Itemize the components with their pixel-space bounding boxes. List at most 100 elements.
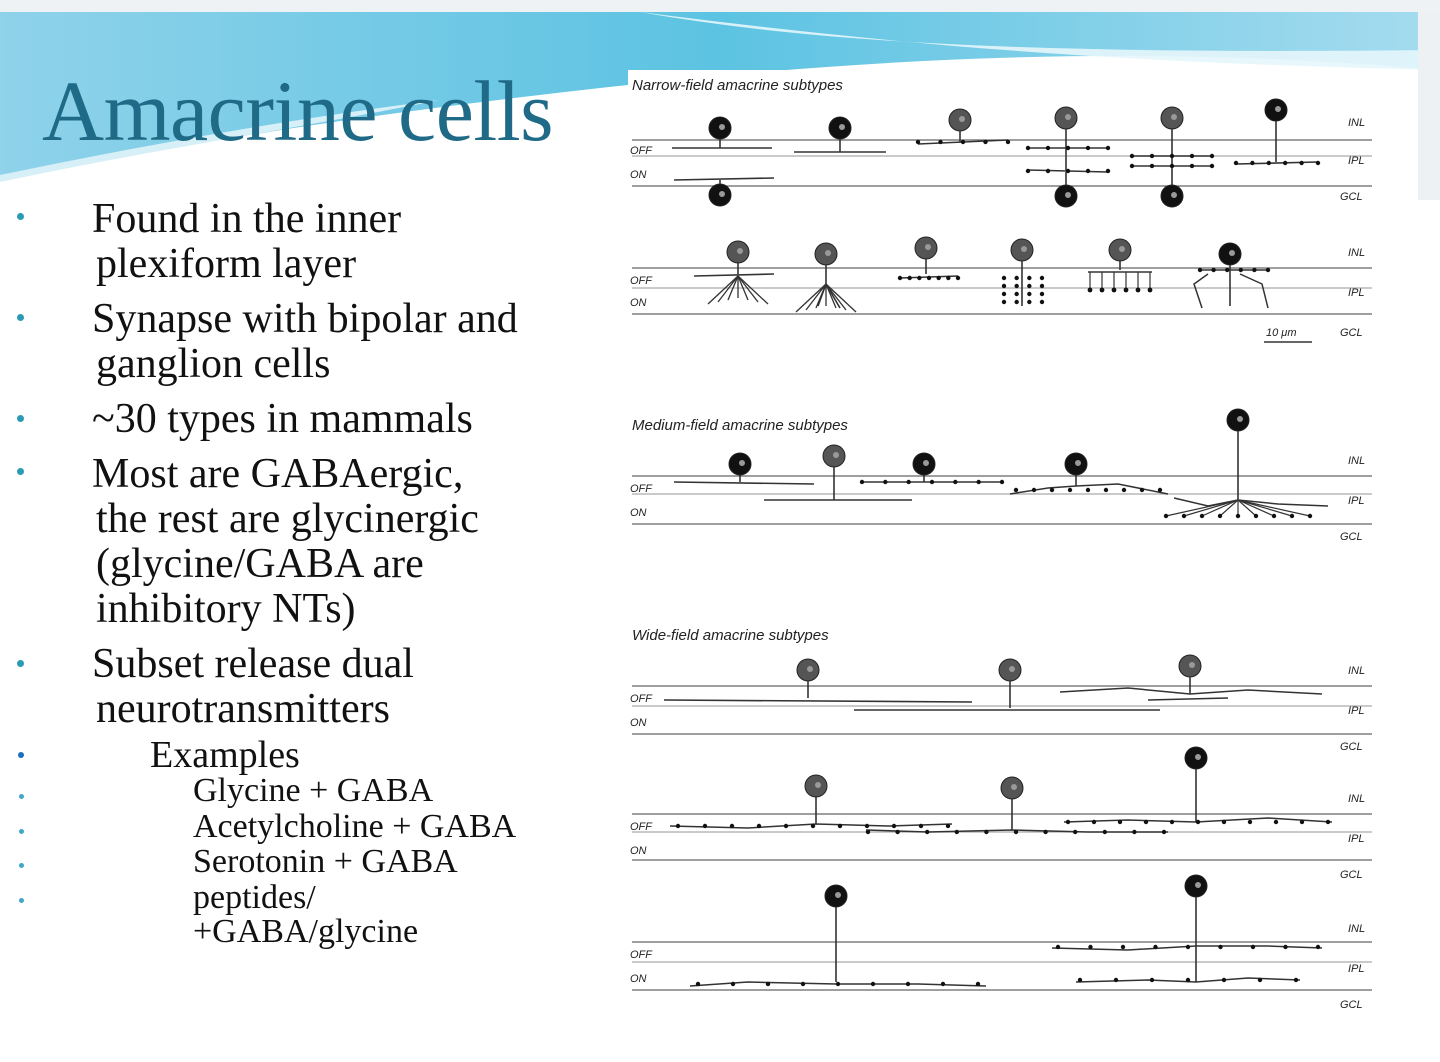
bullet-3-line-1: ~30 types in mammals bbox=[92, 396, 473, 442]
varicosity bbox=[835, 981, 841, 987]
varicosity bbox=[1025, 145, 1031, 151]
cell-soma-nucleus bbox=[1065, 114, 1071, 120]
ipl-label: IPL bbox=[1348, 963, 1365, 975]
off-label: OFF bbox=[630, 145, 653, 157]
varicosity bbox=[1211, 267, 1216, 273]
varicosity bbox=[1102, 829, 1107, 835]
varicosity bbox=[1091, 819, 1097, 825]
varicosity bbox=[1149, 163, 1155, 169]
bullet-marker bbox=[19, 863, 24, 868]
cell-dendrite bbox=[663, 699, 973, 703]
varicosity bbox=[730, 981, 736, 987]
cell-soma-nucleus bbox=[833, 452, 839, 458]
varicosity bbox=[883, 479, 888, 485]
off-label: OFF bbox=[630, 483, 653, 495]
cell-dendrite bbox=[805, 283, 827, 311]
varicosity bbox=[1265, 267, 1271, 273]
varicosity bbox=[1105, 145, 1111, 151]
varicosity bbox=[1217, 513, 1223, 519]
example-4-line-2: +GABA/glycine bbox=[193, 913, 419, 950]
varicosity bbox=[1161, 829, 1167, 835]
bullet-2-line-1: Synapse with bipolar and bbox=[92, 296, 518, 342]
medium-field-label: Medium-field amacrine subtypes bbox=[632, 417, 848, 434]
varicosity bbox=[1252, 267, 1257, 273]
varicosity bbox=[1120, 944, 1126, 950]
amacrine-subtypes-figure: Narrow-field amacrine subtypes Medium-fi… bbox=[628, 70, 1400, 1030]
varicosity bbox=[1014, 299, 1019, 305]
cell-dendrite bbox=[817, 283, 827, 307]
cell-dendrite bbox=[1239, 273, 1269, 309]
bullet-marker bbox=[17, 468, 24, 475]
varicosity bbox=[984, 829, 989, 835]
varicosity bbox=[1013, 829, 1019, 835]
varicosity bbox=[1065, 819, 1071, 825]
varicosity bbox=[1039, 283, 1045, 289]
example-1: Glycine + GABA bbox=[193, 772, 434, 809]
cell-soma-nucleus bbox=[1189, 662, 1195, 668]
varicosity bbox=[906, 479, 911, 485]
ipl-label: IPL bbox=[1348, 155, 1365, 167]
varicosity bbox=[702, 823, 708, 829]
varicosity bbox=[1315, 944, 1321, 950]
varicosity bbox=[1233, 160, 1239, 166]
varicosity bbox=[936, 275, 941, 281]
cell-dendrite bbox=[737, 275, 759, 303]
header-banner-decoration bbox=[0, 0, 1440, 200]
varicosity bbox=[999, 479, 1005, 485]
cell-dendrite bbox=[693, 273, 775, 277]
varicosity bbox=[1185, 977, 1191, 983]
varicosity bbox=[1163, 513, 1169, 519]
bullet-5-line-1: Subset release dual bbox=[92, 641, 414, 687]
bullet-4-line-1: Most are GABAergic, bbox=[92, 451, 464, 497]
varicosity bbox=[1043, 829, 1048, 835]
varicosity bbox=[926, 275, 932, 281]
bullet-marker bbox=[17, 415, 24, 422]
off-label: OFF bbox=[630, 821, 653, 833]
varicosity bbox=[1129, 163, 1135, 169]
cell-dendrite bbox=[673, 481, 815, 485]
inl-label: INL bbox=[1348, 117, 1365, 129]
varicosity bbox=[1014, 283, 1019, 289]
varicosity bbox=[1221, 819, 1227, 825]
bullet-2-line-2: ganglion cells bbox=[96, 341, 331, 387]
cell-dendrite bbox=[795, 283, 827, 313]
varicosity bbox=[897, 275, 903, 281]
varicosity bbox=[1027, 275, 1032, 281]
varicosity bbox=[918, 823, 924, 829]
varicosity bbox=[1105, 168, 1111, 174]
varicosity bbox=[864, 823, 870, 829]
varicosity bbox=[1085, 487, 1091, 493]
varicosity bbox=[1189, 163, 1195, 169]
varicosity bbox=[810, 823, 816, 829]
varicosity bbox=[1257, 977, 1263, 983]
varicosity bbox=[1273, 819, 1279, 825]
bullet-examples: Examples bbox=[150, 734, 300, 776]
cell-soma-nucleus bbox=[1119, 246, 1125, 252]
varicosity bbox=[1315, 160, 1321, 166]
varicosity bbox=[1121, 487, 1127, 493]
cell-soma-nucleus bbox=[825, 250, 831, 256]
cell-soma-nucleus bbox=[925, 244, 931, 250]
varicosity bbox=[1001, 283, 1007, 289]
varicosity bbox=[1065, 168, 1071, 174]
varicosity bbox=[729, 823, 735, 829]
varicosity bbox=[1189, 153, 1195, 159]
varicosity bbox=[870, 981, 876, 987]
varicosity bbox=[1147, 287, 1153, 293]
varicosity bbox=[1149, 977, 1155, 983]
varicosity bbox=[1283, 160, 1288, 166]
cell-soma-nucleus bbox=[719, 124, 725, 130]
varicosity bbox=[1169, 153, 1175, 159]
varicosity bbox=[1283, 944, 1288, 950]
varicosity bbox=[800, 981, 806, 987]
varicosity bbox=[1299, 819, 1305, 825]
cell-soma-nucleus bbox=[737, 248, 743, 254]
inl-label: INL bbox=[1348, 923, 1365, 935]
narrow-field-label: Narrow-field amacrine subtypes bbox=[632, 77, 843, 94]
on-label: ON bbox=[630, 717, 647, 729]
varicosity bbox=[1199, 513, 1205, 519]
gcl-label: GCL bbox=[1340, 191, 1363, 203]
cell-dendrite bbox=[707, 275, 739, 305]
varicosity bbox=[1307, 513, 1313, 519]
